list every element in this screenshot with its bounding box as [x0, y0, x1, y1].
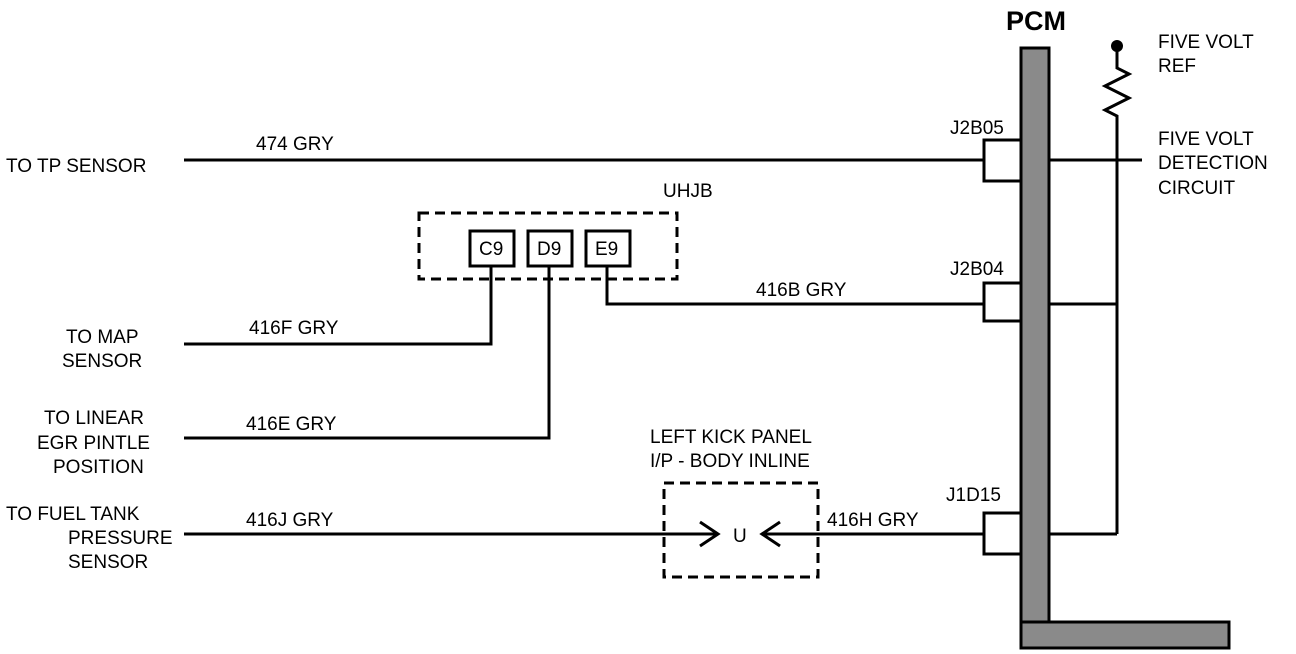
pin-j2b05-label: J2B05 — [950, 118, 1004, 139]
inline-label-line2: I/P - BODY INLINE — [650, 451, 810, 472]
dest-tp-sensor: TO TP SENSOR — [6, 156, 146, 177]
wire-416f-label: 416F GRY — [249, 318, 339, 339]
uhjb-pin-d9 — [526, 229, 574, 268]
pcm-title: PCM — [1006, 6, 1066, 36]
dest-egr-line3: POSITION — [53, 457, 144, 478]
detect-label-line2: DETECTION — [1158, 153, 1268, 174]
uhjb-pin-e9 — [584, 229, 632, 268]
wire-474-label: 474 GRY — [256, 134, 334, 155]
wire-416e-gry — [184, 266, 551, 440]
pin-j2b04 — [982, 281, 1023, 323]
wire-416b-gry — [605, 266, 984, 306]
inline-female-arrow — [759, 520, 781, 548]
pcm-bar-foot — [1019, 620, 1231, 650]
wire-416e-label: 416E GRY — [246, 414, 337, 435]
dest-map-line1: TO MAP — [66, 327, 139, 348]
ref-label-line2: REF — [1158, 56, 1196, 77]
uhjb-pin-e9-label: E9 — [595, 239, 618, 260]
uhjb-title: UHJB — [663, 181, 713, 202]
uhjb-pin-c9-label: C9 — [479, 239, 503, 260]
inline-male-arrow — [699, 520, 721, 548]
wire-416h-label: 416H GRY — [827, 510, 919, 531]
dest-egr-line1: TO LINEAR — [44, 408, 144, 429]
ref-label-line1: FIVE VOLT — [1158, 32, 1254, 53]
inline-connector-box — [662, 481, 820, 579]
pin-j2b05 — [982, 138, 1023, 183]
dest-egr-line2: EGR PINTLE — [37, 433, 150, 454]
wire-416b-label: 416B GRY — [756, 280, 847, 301]
ref-resistor — [1101, 46, 1133, 128]
dest-fuel-line2: PRESSURE — [68, 528, 173, 549]
wire-416j-label: 416J GRY — [246, 510, 334, 531]
inline-label-line1: LEFT KICK PANEL — [650, 427, 812, 448]
pin-j1d15 — [982, 511, 1023, 556]
pin-j1d15-label: J1D15 — [946, 485, 1001, 506]
wire-416f-gry — [184, 266, 493, 346]
pcm-bar — [1019, 46, 1051, 650]
inline-pin-u: U — [733, 526, 747, 547]
detect-label-line1: FIVE VOLT — [1158, 129, 1254, 150]
dest-fuel-line3: SENSOR — [68, 552, 148, 573]
uhjb-pin-d9-label: D9 — [537, 239, 561, 260]
detect-label-line3: CIRCUIT — [1158, 178, 1235, 199]
dest-map-line2: SENSOR — [62, 351, 142, 372]
pin-j2b04-label: J2B04 — [950, 259, 1004, 280]
pcm-bar-joint — [1023, 624, 1047, 646]
dest-fuel-line1: TO FUEL TANK — [6, 504, 140, 525]
